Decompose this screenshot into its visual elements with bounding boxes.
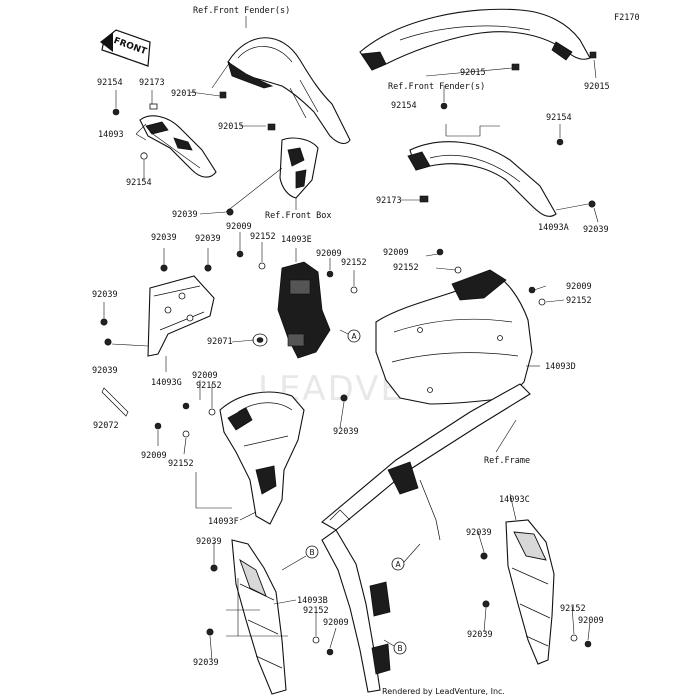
label-92009: 92009	[323, 618, 349, 628]
label-92154: 92154	[546, 113, 572, 123]
svg-text:B: B	[398, 644, 403, 653]
label-92009: 92009	[578, 616, 604, 626]
label-92039: 92039	[151, 233, 177, 243]
part-labels: F2170 Ref.Front Fender(s) Ref.Front Fend…	[92, 6, 640, 696]
leader-lines	[103, 16, 599, 661]
label-92009: 92009	[316, 249, 342, 259]
label-14093: 14093	[98, 130, 124, 140]
label-92154: 92154	[126, 178, 152, 188]
svg-text:A: A	[352, 332, 358, 341]
shroud-14093d-part	[375, 269, 533, 405]
label-92009: 92009	[192, 371, 218, 381]
label-92152: 92152	[393, 263, 419, 273]
label-92039: 92039	[583, 225, 609, 235]
shroud-14093e-part	[277, 261, 331, 359]
ref-front-box-label: Ref.Front Box	[265, 211, 332, 221]
shroud-14093c-part	[505, 519, 555, 665]
shroud-14093a-part	[407, 141, 557, 217]
label-14093A: 14093A	[538, 223, 569, 233]
label-14093D: 14093D	[545, 362, 576, 372]
label-92072: 92072	[93, 421, 119, 431]
label-92039: 92039	[467, 630, 493, 640]
label-92039: 92039	[172, 210, 198, 220]
label-92039: 92039	[195, 234, 221, 244]
label-92152: 92152	[566, 296, 592, 306]
ref-front-fender-right-label: Ref.Front Fender(s)	[388, 82, 485, 92]
label-14093F: 14093F	[208, 517, 239, 527]
callout-b-upper: B	[281, 545, 319, 571]
footer-credit: Rendered by LeadVenture, Inc.	[382, 687, 505, 696]
svg-text:A: A	[396, 560, 402, 569]
label-92173: 92173	[139, 78, 165, 88]
front-fender-right-part	[359, 8, 591, 71]
label-14093B: 14093B	[297, 596, 328, 606]
label-92039: 92039	[333, 427, 359, 437]
label-92039: 92039	[193, 658, 219, 668]
label-92152: 92152	[560, 604, 586, 614]
label-92152: 92152	[341, 258, 367, 268]
ref-frame-label: Ref.Frame	[484, 456, 530, 466]
label-92015: 92015	[460, 68, 486, 78]
shroud-14093b-part	[231, 539, 287, 695]
shroud-14093-part	[139, 115, 217, 178]
front-box-part	[279, 137, 319, 199]
label-92039: 92039	[92, 290, 118, 300]
fastener-icons	[100, 51, 597, 656]
label-92154: 92154	[97, 78, 123, 88]
svg-text:B: B	[310, 548, 315, 557]
label-14093G: 14093G	[151, 378, 182, 388]
label-92152: 92152	[168, 459, 194, 469]
label-92009: 92009	[226, 222, 252, 232]
label-92152: 92152	[196, 381, 222, 391]
label-92009: 92009	[566, 282, 592, 292]
diagram-code-label: F2170	[614, 13, 640, 23]
label-14093C: 14093C	[499, 495, 530, 505]
label-92015: 92015	[584, 82, 610, 92]
callout-b-lower: B	[383, 639, 407, 655]
label-92152: 92152	[303, 606, 329, 616]
grommet-92071-part	[252, 333, 268, 347]
shroud-14093f-part	[219, 391, 305, 525]
label-92039: 92039	[92, 366, 118, 376]
label-14093E: 14093E	[281, 235, 312, 245]
shroud-14093g-part	[147, 275, 215, 357]
ref-front-fender-top-label: Ref.Front Fender(s)	[193, 6, 290, 16]
callout-a-lower: A	[391, 543, 421, 571]
label-92015: 92015	[218, 122, 244, 132]
front-arrow-icon: FRONT	[100, 29, 151, 67]
label-92015: 92015	[171, 89, 197, 99]
label-92039: 92039	[196, 537, 222, 547]
label-92009: 92009	[141, 451, 167, 461]
label-92009: 92009	[383, 248, 409, 258]
label-92071: 92071	[207, 337, 233, 347]
rod-92072-part	[101, 387, 129, 417]
label-92173: 92173	[376, 196, 402, 206]
label-92152: 92152	[250, 232, 276, 242]
label-92039: 92039	[466, 528, 492, 538]
callout-a-upper: A	[339, 329, 361, 343]
front-fender-left-part	[227, 37, 351, 145]
label-92154: 92154	[391, 101, 417, 111]
frame-part	[321, 383, 531, 693]
